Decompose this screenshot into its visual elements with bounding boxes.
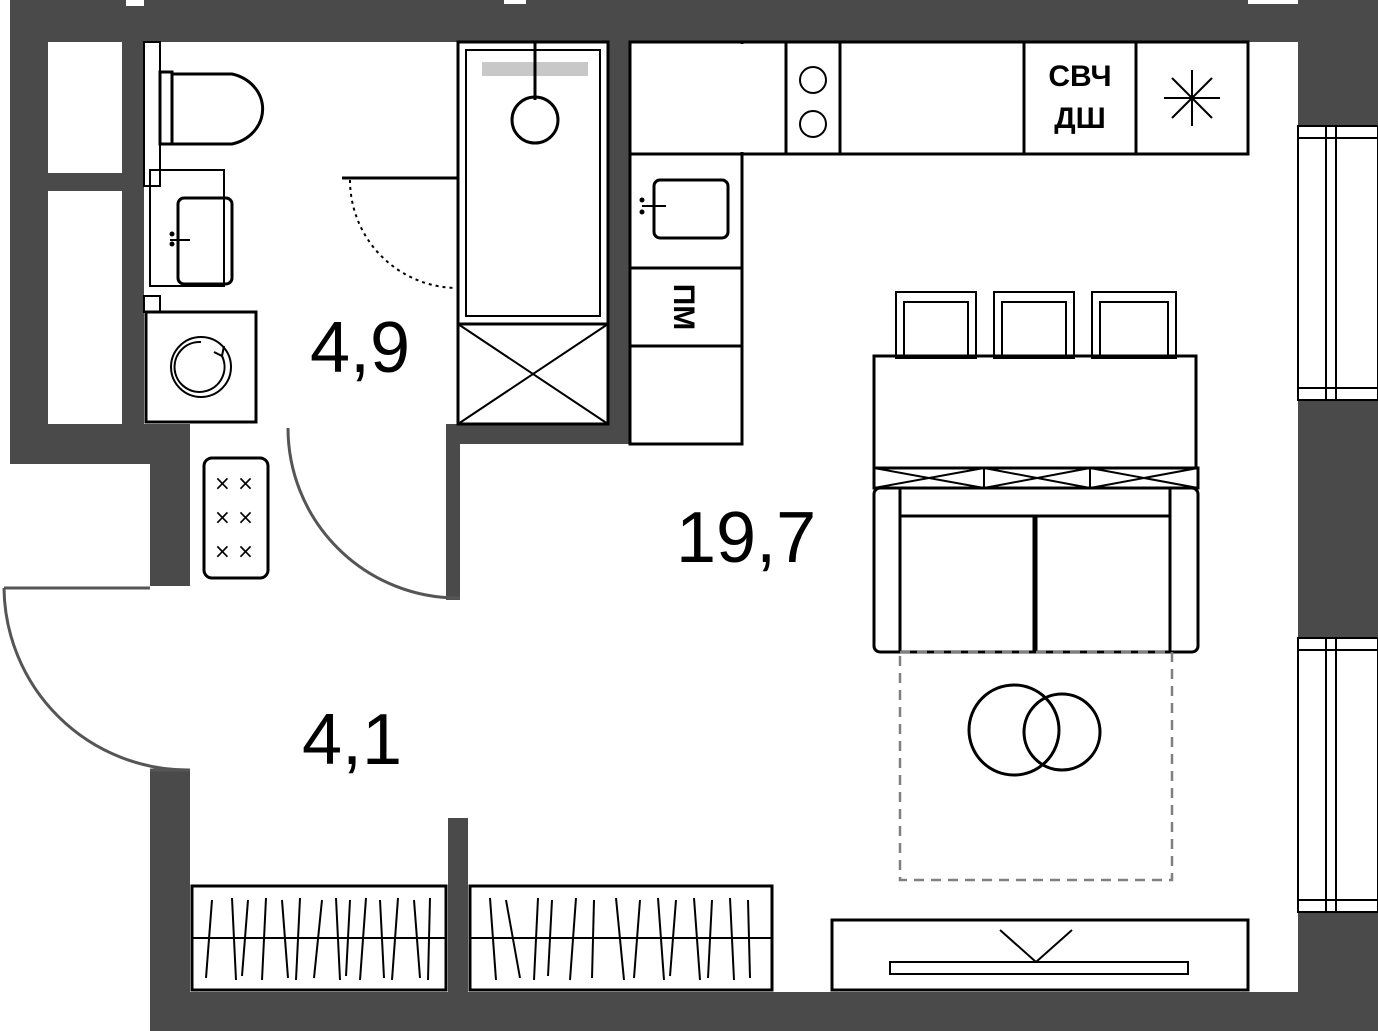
- svg-text:× ×: × ×: [214, 539, 254, 563]
- kitchen-sink-icon: [639, 178, 730, 240]
- dishwasher-label: ДШ: [1054, 102, 1106, 135]
- wardrobe-right: [468, 884, 774, 992]
- toilet-icon: [158, 70, 265, 146]
- pipe-small: [143, 295, 161, 313]
- shoe-rack-icon: × × × × × ×: [202, 456, 270, 580]
- microwave-dishwasher-unit: СВЧ ДШ: [1022, 40, 1138, 156]
- dining-table: [872, 354, 1198, 470]
- window-upper: [1297, 125, 1378, 401]
- pipe-riser: [143, 41, 161, 187]
- svg-text:× ×: × ×: [214, 505, 254, 529]
- kitchen-counter: [628, 40, 1250, 446]
- bathroom-area-label: 4,9: [310, 308, 410, 388]
- hall-door-swing: [286, 427, 460, 600]
- coffee-tables-icon: [967, 683, 1102, 777]
- hall-area-label: 4,1: [302, 700, 402, 780]
- bathtub-icon: [456, 40, 610, 326]
- washing-machine-icon: [144, 310, 258, 424]
- rug: [898, 650, 1174, 882]
- wardrobe-left: [190, 884, 448, 992]
- window-lower: [1297, 637, 1378, 913]
- microwave-label: СВЧ: [1048, 60, 1111, 93]
- counter-segment: [838, 40, 1026, 156]
- walls: [10, 0, 1378, 1031]
- svg-text:× ×: × ×: [214, 471, 254, 495]
- niche-lower: [48, 191, 122, 424]
- dishwasher-pm-label: ПМ: [667, 284, 700, 331]
- entrance-door-swing: [2, 586, 190, 772]
- living-area-label: 19,7: [676, 498, 816, 578]
- shower-tray-icon: [456, 322, 610, 426]
- bathroom-sink-icon: [149, 169, 234, 287]
- niche-upper: [48, 42, 122, 173]
- sofa-icon: [872, 466, 1200, 654]
- tv-stand-icon: [830, 918, 1250, 992]
- dining-chairs: [895, 291, 1177, 359]
- fridge-icon: [1134, 40, 1250, 156]
- cooktop-icon: [784, 40, 842, 156]
- bathroom-door-swing: [342, 176, 458, 289]
